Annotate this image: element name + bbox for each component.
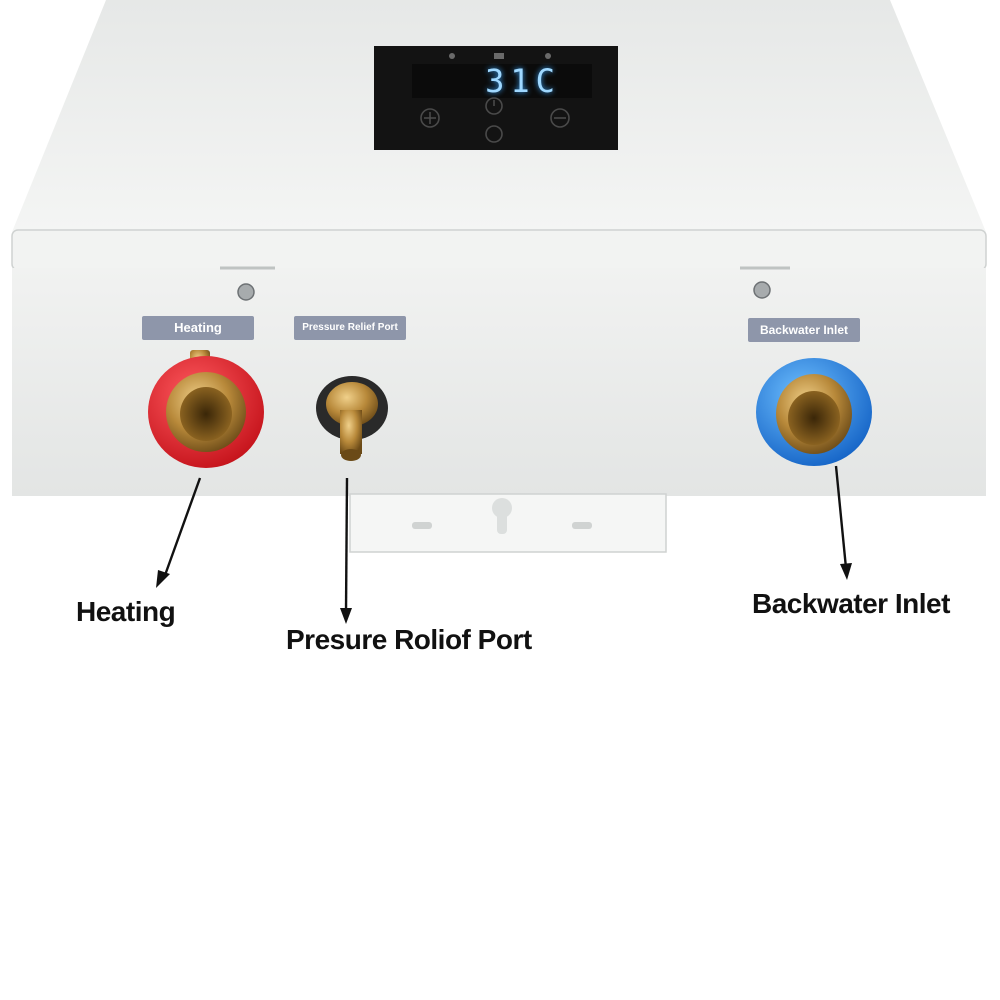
heating-port	[148, 350, 264, 468]
heating-callout: Heating	[76, 596, 176, 627]
minus-icon[interactable]	[550, 108, 570, 128]
pressure-relief-label-tag: Pressure Relief Port	[294, 316, 406, 340]
backwater-inlet-port	[756, 358, 872, 466]
backwater-inlet-callout: Backwater Inlet	[752, 588, 950, 619]
pressure-relief-callout: Presure Roliof Port	[286, 624, 532, 655]
status-icons	[449, 53, 551, 59]
callout-arrows	[156, 465, 852, 624]
pressure-relief-port	[316, 376, 388, 461]
screw-icon	[753, 281, 771, 299]
plus-icon[interactable]	[420, 108, 440, 128]
mounting-bracket	[349, 493, 667, 553]
backwater-inlet-label-tag: Backwater Inlet	[748, 318, 860, 342]
power-icon[interactable]	[485, 97, 503, 115]
temperature-display: 31C	[485, 62, 561, 100]
mode-icon[interactable]	[485, 125, 503, 143]
screw-icon	[237, 283, 255, 301]
heating-label-tag: Heating	[142, 316, 254, 340]
control-display	[374, 46, 618, 150]
